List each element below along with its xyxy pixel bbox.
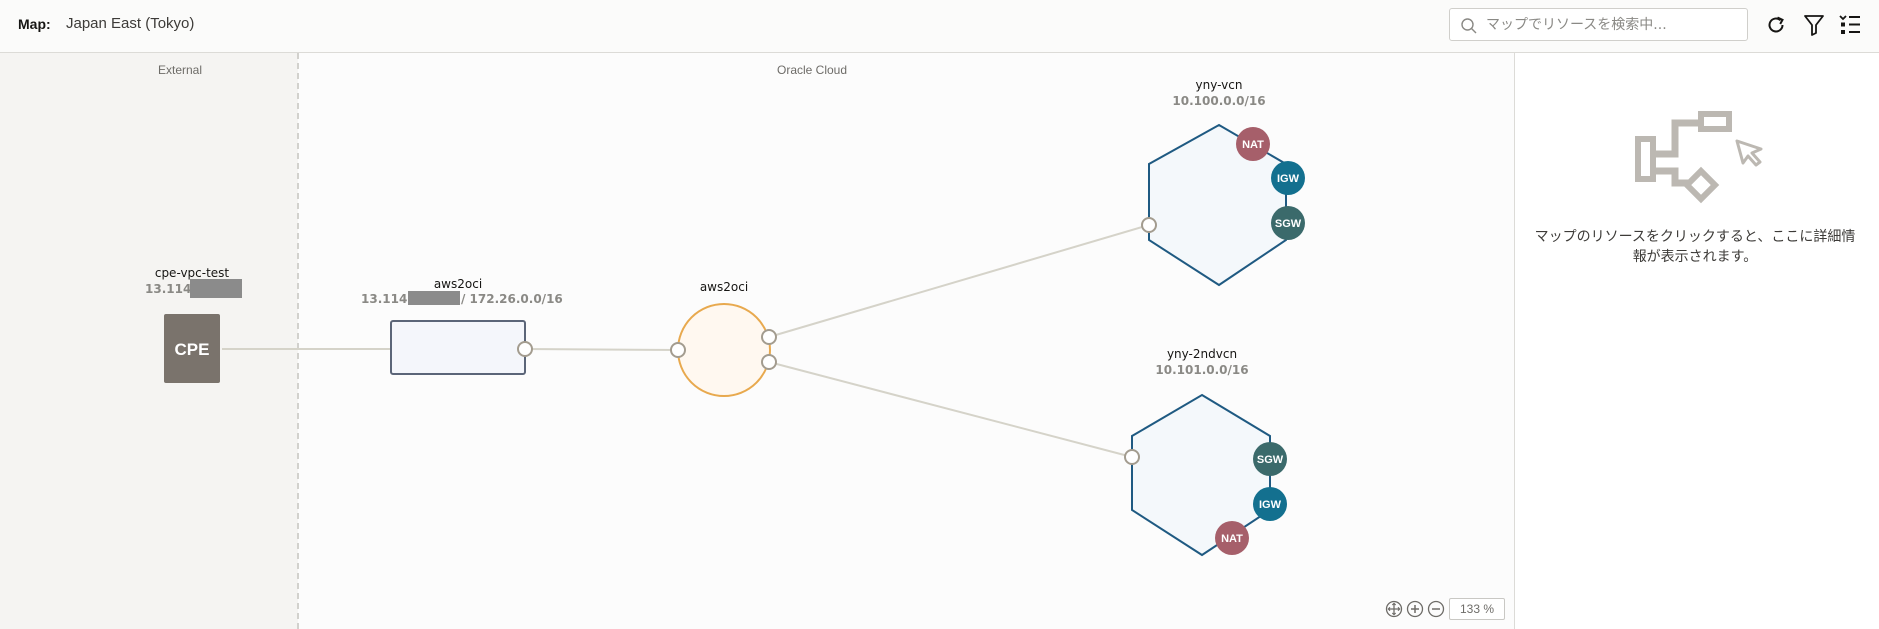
vcn2-cidr: 10.101.0.0/16 xyxy=(1155,363,1248,377)
refresh-icon[interactable] xyxy=(1762,11,1790,39)
fit-to-screen-icon[interactable] xyxy=(1385,600,1403,618)
vcn2-gateway-label-sgw: SGW xyxy=(1257,454,1284,466)
cpe-name: cpe-vpc-test xyxy=(155,266,230,280)
details-panel: マップのリソースをクリックすると、ここに詳細情報が表示されます。 xyxy=(1514,53,1879,629)
zone-label-external: External xyxy=(158,63,203,77)
zone-divider xyxy=(297,53,299,629)
cpe-ip-redaction xyxy=(190,279,242,298)
top-toolbar: Map: Japan East (Tokyo) xyxy=(0,0,1879,53)
region-name: Japan East (Tokyo) xyxy=(66,15,195,32)
search-input[interactable] xyxy=(1486,14,1736,36)
ipsec-ip-redaction xyxy=(408,291,460,305)
vcn1-gateway-label-nat: NAT xyxy=(1242,139,1264,151)
ipsec-node[interactable] xyxy=(390,320,526,375)
cpe-ip-prefix: 13.114. xyxy=(145,282,196,296)
external-zone xyxy=(0,53,298,629)
ipsec-name: aws2oci xyxy=(434,277,482,291)
vcn2-internet-gateway[interactable]: IGW xyxy=(1253,487,1287,521)
vcn2-nat-gateway[interactable]: NAT xyxy=(1215,521,1249,555)
zoom-out-icon[interactable] xyxy=(1427,600,1445,618)
map-label: Map: xyxy=(18,16,51,32)
vcn2-port[interactable] xyxy=(1124,449,1140,465)
drg-port-vcn2[interactable] xyxy=(761,354,777,370)
details-panel-message: マップのリソースをクリックすると、ここに詳細情報が表示されます。 xyxy=(1534,229,1856,265)
cpe-badge: CPE xyxy=(175,340,210,359)
drg-name: aws2oci xyxy=(700,280,748,294)
zoom-level[interactable]: 133 % xyxy=(1449,598,1505,620)
vcn2-service-gateway[interactable]: SGW xyxy=(1253,442,1287,476)
zoom-in-icon[interactable] xyxy=(1406,600,1424,618)
ipsec-port[interactable] xyxy=(517,341,533,357)
cpe-node[interactable]: CPE xyxy=(164,314,220,383)
vcn1-name: yny-vcn xyxy=(1196,78,1243,92)
filter-icon[interactable] xyxy=(1800,11,1828,39)
vcn1-nat-gateway[interactable]: NAT xyxy=(1236,127,1270,161)
select-resource-illustration-icon xyxy=(1635,111,1763,204)
ipsec-ip-suffix: / 172.26.0.0/16 xyxy=(461,292,563,306)
link-drg-vcn2 xyxy=(768,361,1133,458)
search-icon xyxy=(1461,18,1477,34)
vcn2-name: yny-2ndvcn xyxy=(1167,347,1237,361)
drg-port-vcn1[interactable] xyxy=(761,329,777,345)
ipsec-ip-prefix: 13.114. xyxy=(361,292,412,306)
vcn1-gateway-label-sgw: SGW xyxy=(1275,218,1302,230)
vcn1-port[interactable] xyxy=(1141,217,1157,233)
link-drg-vcn1 xyxy=(768,224,1150,338)
vcn1-cidr: 10.100.0.0/16 xyxy=(1172,94,1265,108)
link-ipsec-drg xyxy=(524,348,679,351)
vcn2-gateway-label-igw: IGW xyxy=(1259,499,1282,511)
zone-label-oracle-cloud: Oracle Cloud xyxy=(777,63,848,77)
topology-graph: cpe-vpc-test 13.114. CPE aws2oci 13.114.… xyxy=(145,78,1305,557)
vcn1-service-gateway[interactable]: SGW xyxy=(1271,206,1305,240)
layout-list-icon[interactable] xyxy=(1836,11,1864,39)
drg-node[interactable] xyxy=(677,303,771,397)
network-map-canvas[interactable]: External Oracle Cloud cpe-vpc-test 13.11… xyxy=(0,53,1514,629)
vcn1-gateway-label-igw: IGW xyxy=(1277,173,1300,185)
drg-port-left[interactable] xyxy=(670,342,686,358)
search-box[interactable] xyxy=(1449,8,1748,41)
vcn1-internet-gateway[interactable]: IGW xyxy=(1271,161,1305,195)
vcn2-gateway-label-nat: NAT xyxy=(1221,533,1243,545)
vcn2-node[interactable] xyxy=(1131,393,1271,557)
